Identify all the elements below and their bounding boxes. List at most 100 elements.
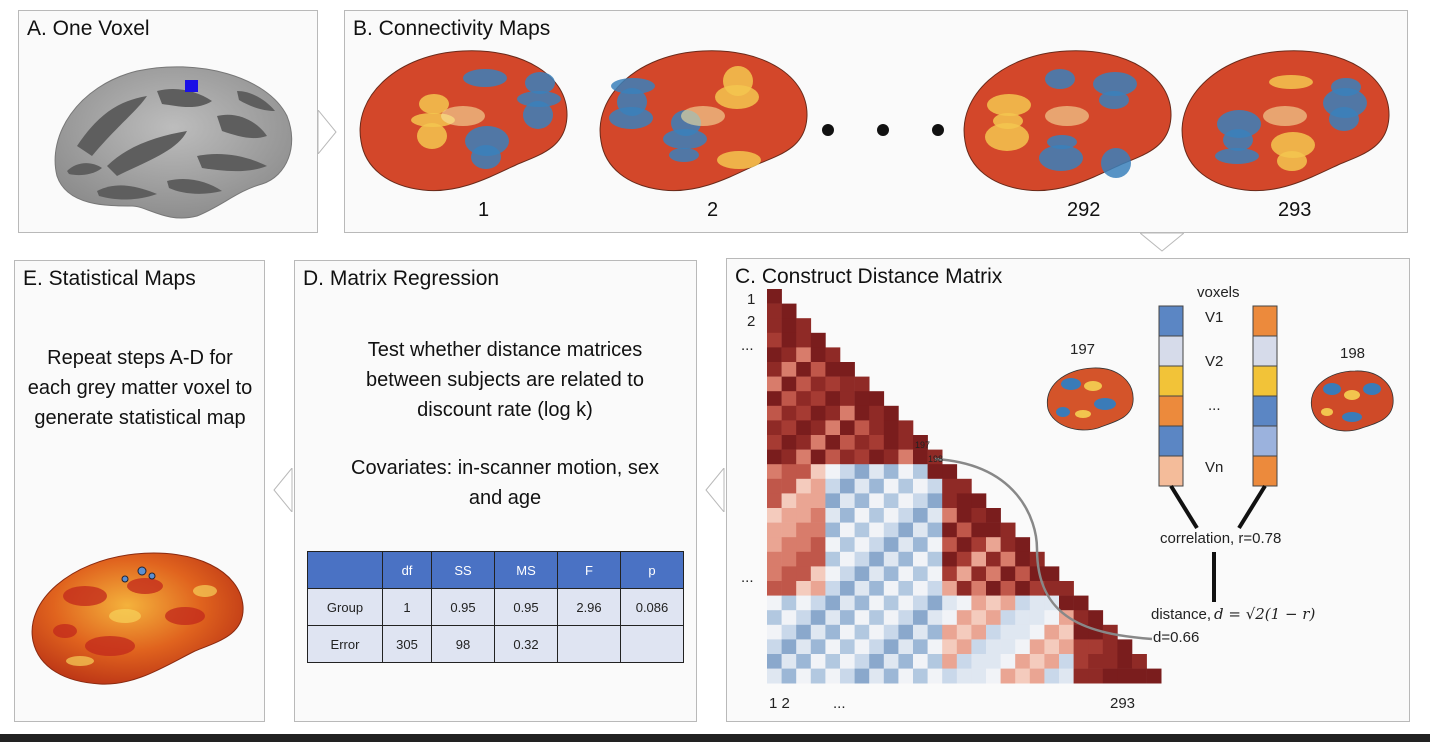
table-header: SS	[431, 551, 495, 589]
matrix-cell	[781, 405, 797, 421]
matrix-cell	[1000, 551, 1016, 567]
matrix-cell	[854, 610, 870, 626]
matrix-cell	[840, 464, 855, 480]
matrix-cell	[840, 420, 855, 436]
matrix-cell	[1073, 654, 1089, 669]
map-label-293: 293	[1278, 199, 1312, 221]
matrix-cell	[898, 595, 914, 611]
table-cell: Group	[307, 588, 383, 626]
matrix-cell	[810, 391, 826, 407]
matrix-cell	[810, 639, 826, 655]
matrix-cell	[825, 522, 841, 538]
row-label-1: 1	[747, 291, 756, 308]
matrix-cell	[1059, 639, 1074, 655]
connectivity-brain-map	[359, 50, 568, 192]
panel-c-distance-matrix: C. Construct Distance Matrix 1 2 ... ...…	[726, 258, 1410, 722]
matrix-cell	[869, 581, 885, 596]
matrix-cell	[927, 566, 943, 582]
matrix-cell	[781, 318, 797, 334]
matrix-cell	[986, 610, 1001, 626]
matrix-cell	[1000, 654, 1016, 669]
matrix-cell	[810, 668, 826, 684]
matrix-cell	[767, 362, 782, 377]
table-cell: 98	[431, 625, 495, 663]
matrix-cell	[1132, 668, 1147, 684]
matrix-cell	[1132, 654, 1147, 669]
matrix-cell	[1146, 668, 1162, 684]
panel-a-one-voxel: A. One Voxel	[18, 10, 318, 233]
matrix-cell	[1015, 624, 1031, 640]
matrix-cell	[796, 537, 812, 553]
matrix-cell	[883, 654, 899, 669]
table-cell: 2.96	[557, 588, 621, 626]
matrix-cell	[986, 639, 1001, 655]
matrix-cell	[796, 362, 812, 377]
matrix-cell	[898, 493, 914, 509]
matrix-cell	[1073, 595, 1089, 611]
matrix-cell	[810, 508, 826, 523]
matrix-cell	[840, 624, 855, 640]
correlation-lines	[1169, 484, 1267, 602]
matrix-cell	[913, 654, 928, 669]
matrix-cell	[1044, 654, 1060, 669]
matrix-cell	[767, 478, 782, 494]
matrix-cell	[854, 508, 870, 523]
matrix-cell	[781, 537, 797, 553]
voxel-label-v1: V1	[1205, 309, 1224, 326]
row-label-2: 2	[747, 313, 756, 330]
matrix-cell	[825, 566, 841, 582]
matrix-cell	[825, 537, 841, 553]
matrix-cell	[854, 551, 870, 567]
matrix-cell	[986, 624, 1001, 640]
panel-d-description: Test whether distance matrices between s…	[366, 339, 644, 421]
panel-d-title: D. Matrix Regression	[303, 267, 500, 290]
matrix-cell	[767, 318, 782, 334]
matrix-cell	[767, 493, 782, 509]
matrix-cell	[869, 420, 885, 436]
matrix-cell	[1073, 668, 1089, 684]
bottom-bar	[0, 734, 1430, 742]
matrix-cell	[956, 668, 972, 684]
matrix-cell	[825, 376, 841, 392]
matrix-cell	[781, 639, 797, 655]
matrix-cell	[883, 668, 899, 684]
matrix-cell	[796, 420, 812, 436]
correlation-text: correlation, r=0.78	[1160, 530, 1282, 547]
matrix-cell	[810, 376, 826, 392]
matrix-cell	[869, 464, 885, 480]
matrix-cell	[883, 493, 899, 509]
matrix-cell	[767, 332, 782, 348]
matrix-cell	[883, 581, 899, 596]
row-label-ellipsis: ...	[741, 337, 754, 354]
matrix-cell	[971, 624, 987, 640]
matrix-cell	[971, 508, 987, 523]
matrix-cell	[825, 610, 841, 626]
matrix-cell	[810, 654, 826, 669]
marker-198: 198	[928, 454, 944, 464]
matrix-cell	[781, 449, 797, 465]
voxel-label-v2: V2	[1205, 353, 1224, 370]
matrix-cell	[796, 464, 812, 480]
matrix-cell	[796, 493, 812, 509]
matrix-cell	[913, 668, 928, 684]
matrix-cell	[781, 478, 797, 494]
panel-b-connectivity-maps: B. Connectivity Maps 1 2 292 293	[344, 10, 1408, 233]
matrix-cell	[927, 610, 943, 626]
matrix-cell	[942, 522, 958, 538]
table-header: MS	[494, 551, 558, 589]
brain-197-map	[1046, 367, 1134, 431]
matrix-cell	[1015, 537, 1031, 553]
matrix-cell	[767, 595, 782, 611]
matrix-cell	[810, 493, 826, 509]
matrix-cell	[767, 435, 782, 450]
table-cell	[620, 625, 684, 663]
matrix-cell	[767, 391, 782, 407]
statistical-brain-map	[31, 552, 244, 685]
matrix-cell	[840, 654, 855, 669]
matrix-cell	[825, 493, 841, 509]
matrix-cell	[927, 537, 943, 553]
matrix-cell	[883, 624, 899, 640]
matrix-cell	[1044, 610, 1060, 626]
matrix-cell	[781, 595, 797, 611]
brain-197-label: 197	[1070, 341, 1096, 358]
